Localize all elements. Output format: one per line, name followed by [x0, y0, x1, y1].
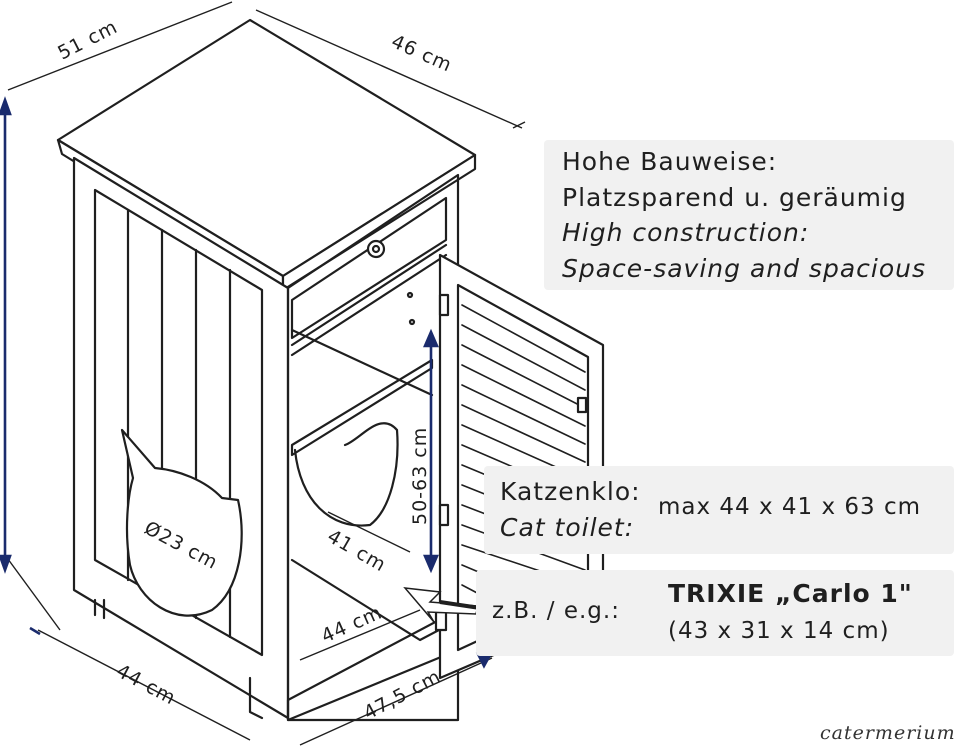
- construction-line-4: Space-saving and spacious: [562, 253, 927, 283]
- drawer-front: [290, 196, 448, 340]
- example-label: z.B. / e.g.:: [492, 598, 620, 624]
- toilet-info-box: Katzenklo: Cat toilet: max 44 x 41 x 63 …: [484, 466, 954, 554]
- toilet-label-de: Katzenklo:: [500, 477, 641, 506]
- front-panel-inset: [93, 188, 264, 657]
- watermark-logo: catermerium: [820, 722, 956, 744]
- toilet-label-en: Cat toilet:: [500, 513, 635, 542]
- hinge-lower-icon: [438, 503, 450, 527]
- side-frame: [286, 173, 460, 722]
- toilet-max-size: max 44 x 41 x 63 cm: [658, 494, 922, 520]
- dim-width-top: 46 cm: [388, 30, 456, 76]
- dim-inner-height: 50-63 cm: [409, 427, 431, 525]
- cat-entry-front: [120, 428, 243, 617]
- door-latch-icon: [576, 396, 588, 414]
- construction-line-1: Hohe Bauweise:: [562, 147, 778, 176]
- construction-line-2: Platzsparend u. geräumig: [562, 182, 907, 212]
- example-product-size: (43 x 31 x 14 cm): [668, 618, 890, 644]
- example-product-name: TRIXIE „Carlo 1": [668, 579, 913, 608]
- hinge-upper-icon: [438, 293, 450, 317]
- dim-inner-depth: 41 cm: [324, 525, 391, 576]
- construction-info-box: Hohe Bauweise: Platzsparend u. geräumig …: [544, 140, 954, 290]
- dim-inner-width: 44 cm: [318, 601, 386, 647]
- dim-depth-top: 51 cm: [54, 16, 121, 65]
- dim-width-base: 47,5 cm: [360, 665, 445, 724]
- dim-width-front: 44 cm: [113, 660, 180, 710]
- drawer-knob-icon: [366, 239, 386, 259]
- example-info-box: z.B. / e.g.: TRIXIE „Carlo 1" (43 x 31 x…: [476, 570, 954, 656]
- cat-entry-back: [293, 422, 399, 527]
- construction-line-3: High construction:: [562, 218, 810, 247]
